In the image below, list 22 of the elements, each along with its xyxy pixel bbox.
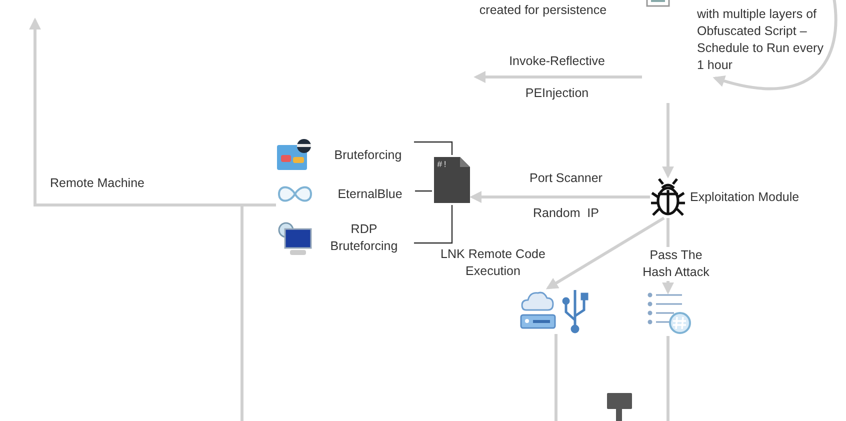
connector-line — [414, 141, 453, 155]
node-label: EternalBlue — [336, 186, 404, 202]
arrow — [470, 191, 650, 203]
arrow — [546, 216, 665, 290]
connector-line — [414, 205, 453, 244]
text-label: created for persistence — [478, 2, 608, 19]
file-mark: #! — [437, 160, 448, 170]
list-hash-icon — [646, 292, 692, 336]
arrow — [712, 0, 838, 90]
connector-line — [666, 336, 670, 421]
arrow — [29, 18, 276, 206]
connector-line — [554, 334, 558, 421]
node-label: Exploitation Module — [690, 188, 800, 206]
node-label: RDP Bruteforcing — [329, 221, 399, 255]
text-label: Port Scanner — [528, 170, 604, 187]
text-label: Random IP — [532, 205, 600, 222]
text-label: Invoke-Reflective — [508, 53, 606, 70]
node-label: Bruteforcing — [333, 146, 403, 164]
script-description: with multiple layers of Obfuscated Script – Schedule to Run every 1 hour — [697, 6, 827, 74]
connector-line — [415, 190, 432, 192]
text-label: PEInjection — [524, 85, 590, 102]
arrow — [662, 103, 674, 178]
